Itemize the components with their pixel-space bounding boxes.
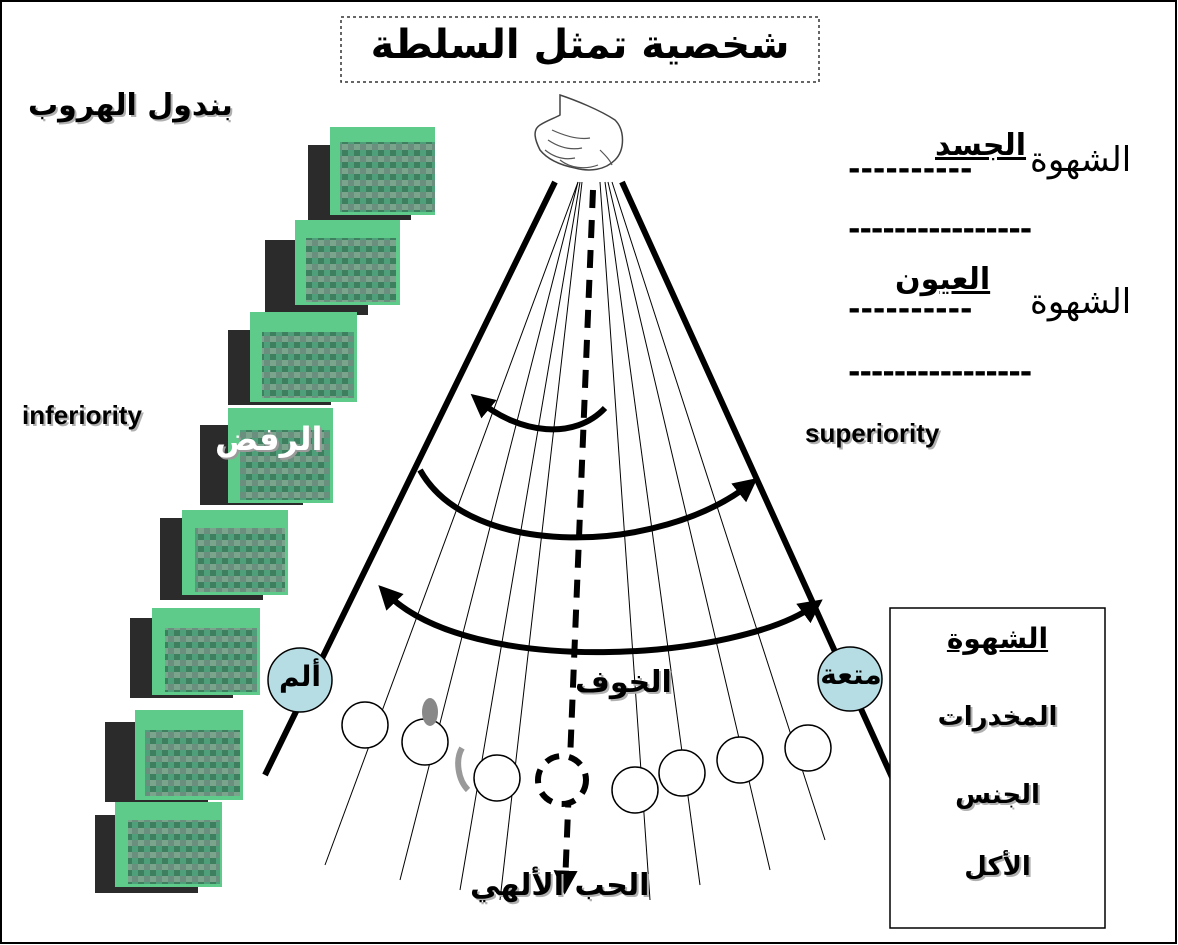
- pain-label: ألم: [278, 660, 322, 693]
- inferiority-label: inferiority: [22, 400, 142, 430]
- lust-row-1-dashes: ----------: [848, 152, 973, 187]
- lust-row-2-dashes: ----------: [848, 292, 973, 327]
- lust-row-2-prefix: الشهوة: [1030, 282, 1132, 322]
- superiority-label: superiority: [805, 418, 940, 448]
- grey-bob-arc: [455, 746, 471, 793]
- lust-box-heading: الشهوة: [946, 622, 1049, 655]
- right-boundary-line: [619, 180, 918, 830]
- lust-row-1-prefix: الشهوة: [1030, 140, 1132, 180]
- grey-bob-shadow: [422, 698, 438, 726]
- swing-arc-large: [378, 585, 823, 656]
- title-box: [340, 16, 820, 83]
- lust-box-item-food: الأكل: [964, 852, 1031, 882]
- lust-row-2-label: العيون: [895, 262, 991, 297]
- pendulum-bobs: [341, 701, 832, 814]
- hand-icon: [534, 93, 624, 171]
- center-bob-dashed: [535, 753, 589, 807]
- pain-circle: [267, 647, 333, 713]
- left-caption: بندول الهروب: [28, 88, 233, 123]
- rejection-label: الرفض: [215, 420, 323, 458]
- dash-line-1: ----------------: [848, 212, 1032, 247]
- pleasure-circle: [817, 646, 883, 712]
- page-title: شخصية تمثل السلطة: [370, 22, 790, 68]
- lust-box: [889, 607, 1106, 929]
- divine-love-label: الحب الألهي: [470, 868, 650, 903]
- escape-blocks: [95, 127, 435, 893]
- fear-label: الخوف: [575, 665, 672, 700]
- lust-row-1-label: الجسد: [935, 128, 1027, 163]
- lust-box-item-sex: الجنس: [955, 780, 1040, 810]
- lust-box-item-drugs: المخدرات: [937, 702, 1058, 732]
- swing-arc-medium: [417, 468, 758, 541]
- swing-arc-small: [470, 393, 608, 433]
- pleasure-label: متعة: [820, 658, 882, 691]
- dash-line-2: ----------------: [848, 355, 1032, 390]
